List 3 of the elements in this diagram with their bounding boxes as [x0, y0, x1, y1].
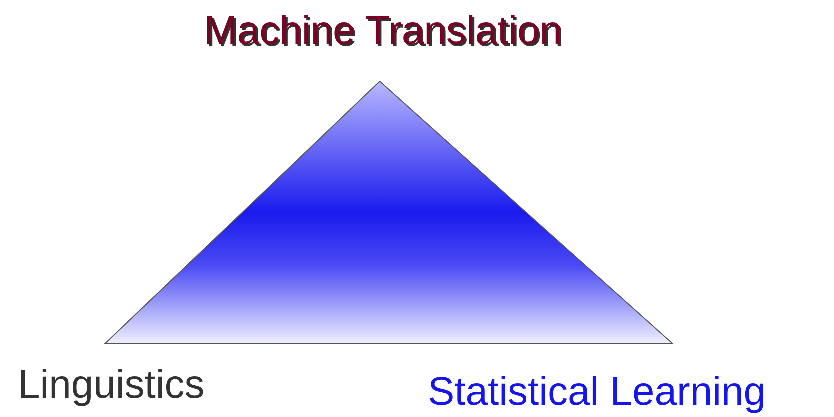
corner-label: Linguistics — [18, 362, 205, 408]
corner-label: Statistical Learning — [428, 369, 766, 415]
diagram-title: Machine Translation — [204, 8, 562, 54]
